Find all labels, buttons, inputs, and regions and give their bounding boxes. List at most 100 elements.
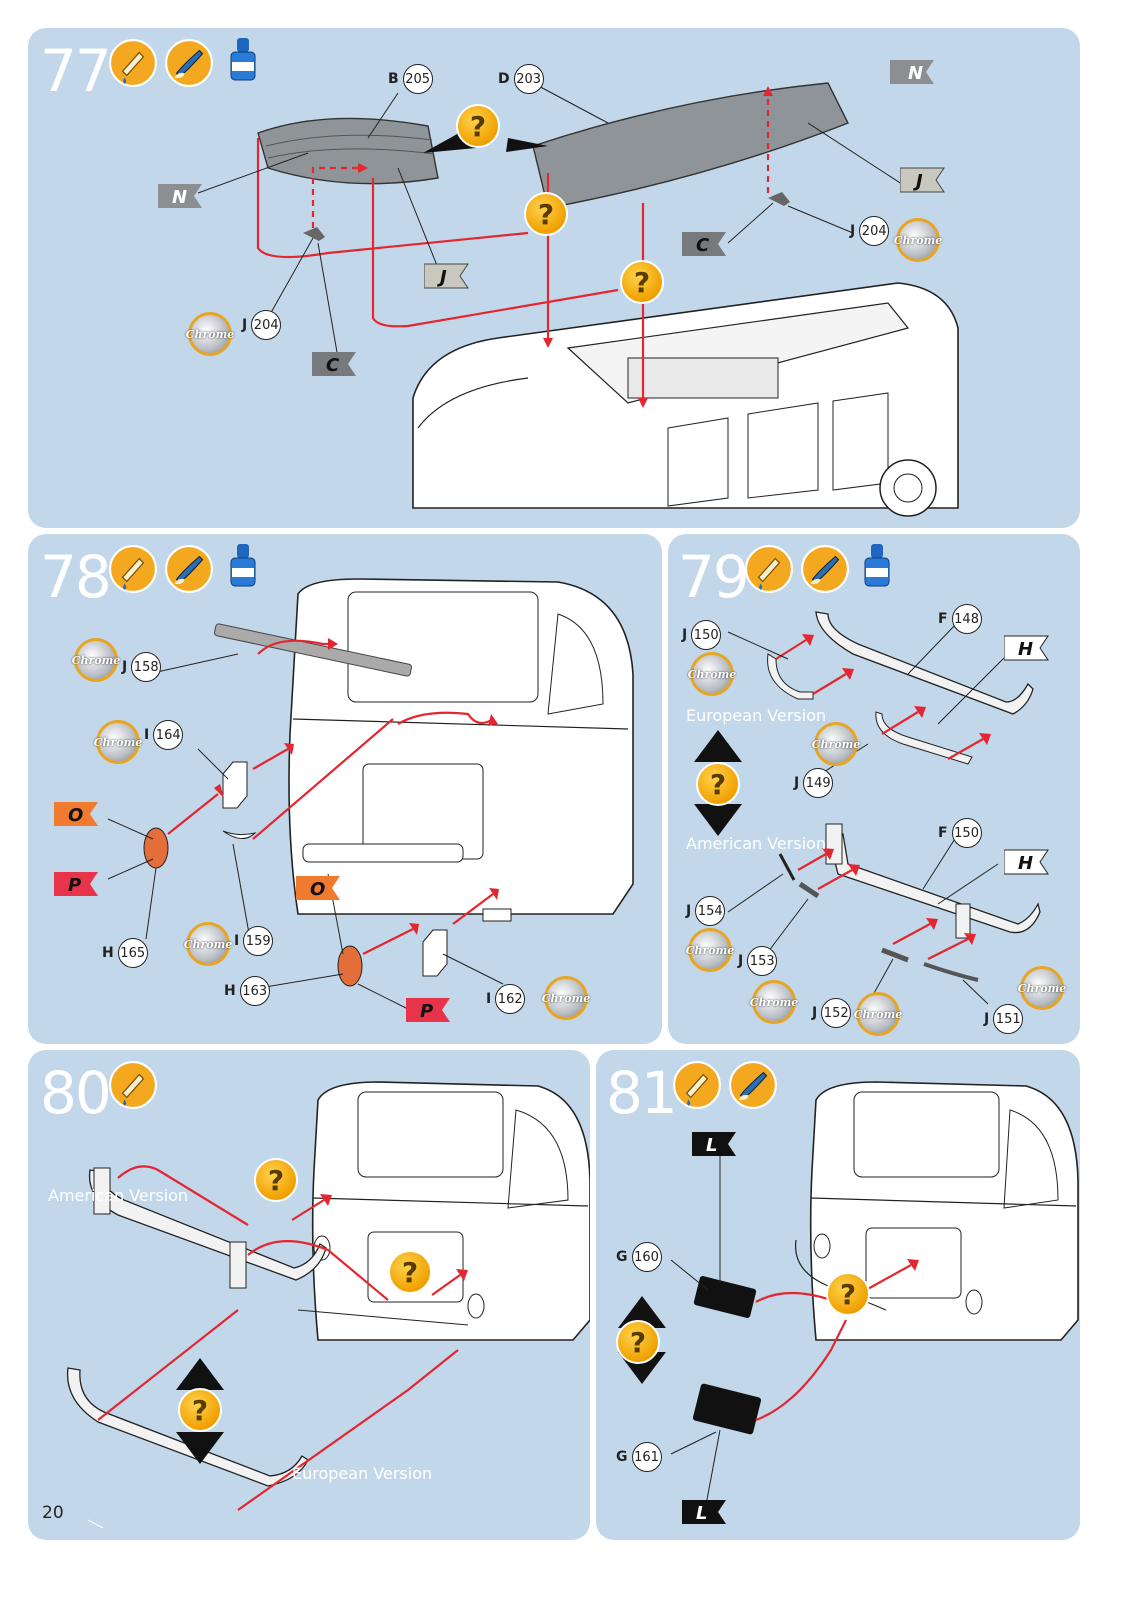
question-mark-icon: ?: [178, 1388, 222, 1432]
chrome-finish-icon: Chrome: [812, 722, 860, 766]
flag-p: P: [54, 872, 98, 896]
svg-text:L: L: [696, 1503, 707, 1524]
svg-text:L: L: [706, 1135, 717, 1156]
paint-brush-icon: [800, 544, 850, 594]
question-mark-icon: ?: [826, 1272, 870, 1316]
flag-o: O: [296, 876, 340, 900]
european-version-label: European Version: [292, 1464, 433, 1483]
step-number: 80: [40, 1059, 112, 1127]
paint-drop-icon: [744, 544, 794, 594]
paint-drop-icon: [108, 544, 158, 594]
flag-l: L: [692, 1132, 736, 1156]
flag-p: P: [406, 998, 450, 1022]
svg-text:C: C: [696, 235, 710, 256]
svg-text:J: J: [437, 267, 447, 288]
svg-text:P: P: [420, 1001, 433, 1022]
question-mark-icon: ?: [456, 104, 500, 148]
question-mark-icon: ?: [620, 260, 664, 304]
flag-c: C: [682, 232, 726, 256]
step-79-illustration: [694, 611, 1041, 1005]
svg-text:J: J: [913, 171, 923, 192]
european-version-label: European Version: [686, 706, 827, 725]
step-number: 81: [606, 1059, 678, 1127]
flag-c: C: [312, 352, 356, 376]
svg-text:O: O: [310, 879, 325, 900]
chrome-finish-icon: Chrome: [1018, 966, 1066, 1010]
svg-text:N: N: [908, 63, 923, 84]
step-78-illustration: [107, 578, 634, 1010]
step-number: 78: [40, 543, 112, 611]
chrome-finish-icon: Chrome: [854, 992, 902, 1036]
flag-j: J: [900, 167, 945, 193]
flag-h: H: [1004, 635, 1049, 661]
paint-brush-icon: [164, 544, 214, 594]
chrome-finish-icon: Chrome: [688, 652, 736, 696]
step-number: 77: [40, 37, 112, 105]
paint-brush-icon: [728, 1060, 778, 1110]
question-mark-icon: ?: [616, 1320, 660, 1364]
chrome-finish-icon: Chrome: [94, 720, 142, 764]
glue-special-icon: [862, 540, 892, 592]
svg-text:O: O: [68, 805, 83, 826]
step-81-illustration: [618, 1081, 1079, 1506]
flag-h: H: [1004, 849, 1049, 875]
glue-special-icon: [228, 540, 258, 592]
step-80-illustration: [66, 1081, 590, 1529]
flag-o: O: [54, 802, 98, 826]
flag-n: N: [158, 184, 202, 208]
chrome-finish-icon: Chrome: [686, 928, 734, 972]
chrome-finish-icon: Chrome: [894, 218, 942, 262]
step-number: 79: [678, 543, 750, 611]
american-version-label: American Version: [686, 834, 827, 853]
page-number: 20: [42, 1503, 64, 1523]
paint-drop-icon: [672, 1060, 722, 1110]
svg-text:H: H: [1018, 639, 1033, 660]
question-mark-icon: ?: [696, 762, 740, 806]
chrome-finish-icon: Chrome: [186, 312, 234, 356]
question-mark-icon: ?: [524, 192, 568, 236]
chrome-finish-icon: Chrome: [750, 980, 798, 1024]
question-mark-icon: ?: [388, 1250, 432, 1294]
svg-text:P: P: [68, 875, 81, 896]
flag-j: J: [424, 263, 469, 289]
step-77-illustration: [197, 82, 959, 517]
svg-text:N: N: [172, 187, 187, 208]
chrome-finish-icon: Chrome: [184, 922, 232, 966]
chrome-finish-icon: Chrome: [72, 638, 120, 682]
step-80-panel: 80 American Version European Version ? ?…: [28, 1050, 590, 1540]
glue-special-icon: [228, 34, 258, 86]
svg-text:H: H: [1018, 853, 1033, 874]
paint-drop-icon: [108, 38, 158, 88]
american-version-label: American Version: [48, 1186, 189, 1205]
question-mark-icon: ?: [254, 1158, 298, 1202]
svg-text:C: C: [326, 355, 340, 376]
flag-n: N: [890, 60, 934, 84]
chrome-finish-icon: Chrome: [542, 976, 590, 1020]
paint-drop-icon: [108, 1060, 158, 1110]
flag-l: L: [682, 1500, 726, 1524]
